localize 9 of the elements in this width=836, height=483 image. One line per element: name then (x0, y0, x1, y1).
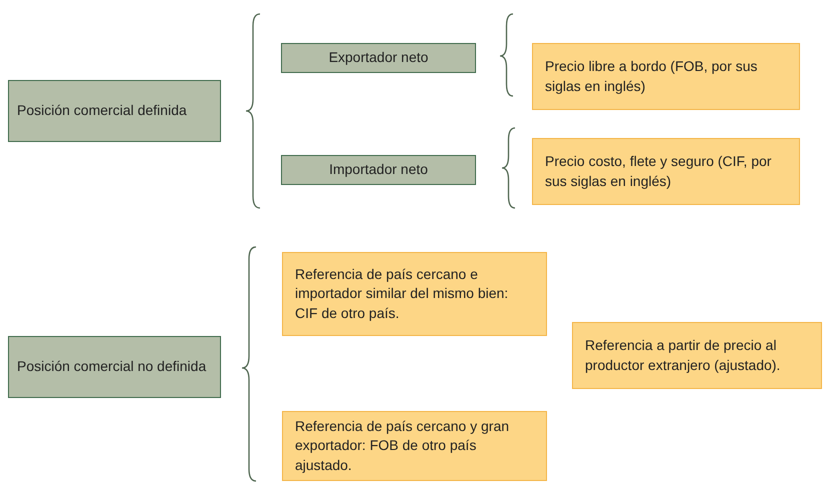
category-box: Exportador neto (281, 43, 476, 73)
category-box: Posición comercial no definida (8, 336, 221, 398)
note-box: Referencia de país cercano y gran exportador: FOB de otro país ajustado. (282, 411, 547, 481)
note-box: Referencia de país cercano e importador similar del mismo bien: CIF de otro país. (282, 252, 547, 336)
category-box: Posición comercial definida (8, 80, 221, 142)
note-box: Referencia a partir de precio al productor extranjero (ajustado). (572, 322, 822, 389)
category-box: Importador neto (281, 155, 476, 185)
note-box: Precio costo, flete y seguro (CIF, por sus siglas en inglés) (532, 138, 800, 205)
note-box: Precio libre a bordo (FOB, por sus siglas en inglés) (532, 43, 800, 110)
